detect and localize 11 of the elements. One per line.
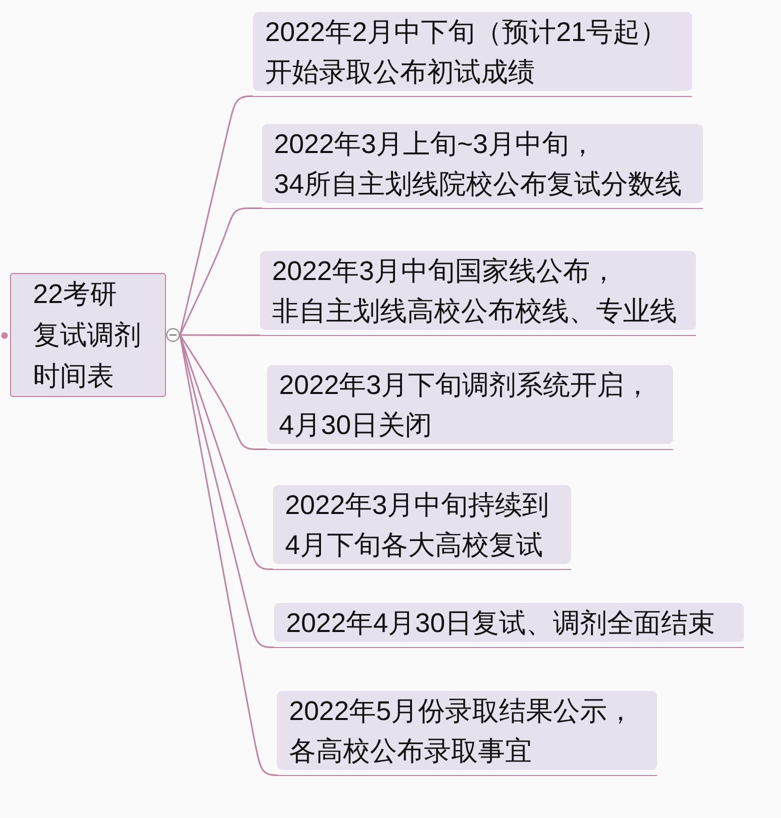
- branch-line: [180, 334, 260, 336]
- subtopic: 2022年2月中下旬（预计21号起）开始录取公布初试成绩: [253, 12, 692, 97]
- subtopic: 2022年3月上旬~3月中旬，34所自主划线院校公布复试分数线: [262, 124, 703, 209]
- branch-line: [179, 208, 263, 336]
- subtopic: 2022年4月30日复试、调剂全面结束: [274, 603, 744, 648]
- subtopic: 2022年3月下旬调剂系统开启，4月30日关闭: [267, 365, 673, 450]
- branch-line: [179, 334, 268, 450]
- subtopic: 2022年3月中旬持续到4月下旬各大高校复试: [273, 485, 571, 570]
- central-topic: 22考研复试调剂时间表: [10, 273, 166, 397]
- subtopic: 2022年5月份录取结果公示，各高校公布录取事宜: [277, 691, 657, 776]
- subtopic: 2022年3月中旬国家线公布，非自主划线高校公布校线、专业线: [260, 251, 696, 336]
